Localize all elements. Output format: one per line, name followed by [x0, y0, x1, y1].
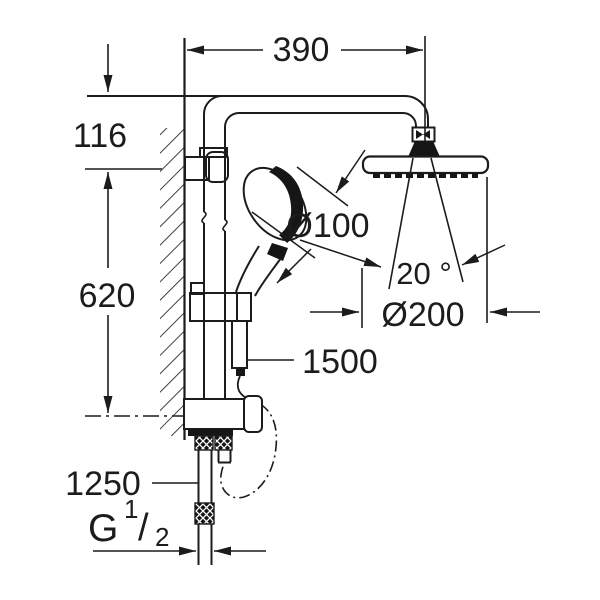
rail-elbow-inner — [224, 112, 240, 128]
arm-outer-line — [87, 95, 429, 128]
dim-100-label: Ø100 — [286, 207, 369, 245]
dimension-rail-height — [85, 172, 183, 417]
diverter-body — [183, 398, 247, 430]
fitting-mark-right — [423, 130, 430, 139]
wall-bracket — [184, 151, 229, 183]
right-connector-nut — [214, 435, 233, 451]
dim-200-label: Ø200 — [381, 296, 464, 334]
hose-union-nut — [194, 502, 215, 525]
rail-break-symbol — [201, 211, 228, 232]
diverter-right-cap — [243, 395, 263, 433]
head-shower-disc — [361, 155, 490, 175]
angle-right-arrow — [461, 244, 506, 266]
handle-left-edge — [235, 245, 260, 293]
hand-shower-neck — [267, 243, 288, 261]
left-connector-nut — [194, 435, 214, 451]
label-1250: 1250 — [65, 465, 141, 503]
arm-inner-line — [239, 112, 417, 128]
shower-arm — [87, 95, 429, 128]
label-1500: 1500 — [302, 343, 378, 381]
hand-shower-holder — [189, 282, 252, 322]
rail-elbow-outer — [203, 95, 223, 115]
ext-line-face-lower — [251, 211, 316, 259]
thread-label-slash: / — [138, 507, 149, 549]
bracket-clamp — [205, 151, 229, 183]
dimension-hand-shower-diameter — [251, 149, 366, 284]
thread-label-denominator: 2 — [155, 522, 169, 552]
dimension-spray-angle — [299, 239, 506, 268]
shower-rail — [199, 95, 240, 399]
spray-line-left — [388, 157, 414, 290]
bracket-body — [184, 156, 210, 181]
dim-100-lower-arrow — [276, 248, 312, 284]
dimension-arm-reach — [187, 36, 426, 141]
shower-hose-stub — [217, 450, 232, 464]
holder-body — [189, 292, 252, 322]
dim-620-label: 620 — [79, 277, 136, 315]
head-shower — [361, 126, 490, 290]
shower-hose-loop — [219, 403, 278, 499]
spray-line-right — [430, 157, 464, 283]
dimension-offset-top — [85, 44, 162, 170]
thread-label-numerator: 1 — [124, 494, 138, 524]
dim-116-label: 116 — [73, 117, 127, 155]
gasket-bar — [188, 429, 233, 436]
dimension-head-shower-diameter — [310, 177, 540, 328]
angle-label: 20 ° — [396, 256, 452, 291]
rail-collar — [199, 147, 228, 158]
hose-nipple — [236, 369, 245, 376]
ball-joint — [408, 141, 440, 157]
hand-shower — [231, 166, 308, 402]
dim-390-label: 390 — [273, 31, 330, 69]
angle-left-arrow — [299, 239, 382, 268]
thread-label-g: G — [88, 507, 118, 550]
dim-100-upper-arrow — [335, 149, 366, 194]
ext-line-face-upper — [296, 166, 349, 207]
handle-right-edge — [254, 257, 282, 297]
supply-block — [183, 395, 278, 565]
fitting-mark-left — [416, 130, 423, 139]
hand-shower-face — [269, 166, 304, 243]
wall-hatching — [160, 128, 184, 436]
wall — [160, 38, 186, 440]
handle-outlet-tube — [231, 321, 248, 369]
